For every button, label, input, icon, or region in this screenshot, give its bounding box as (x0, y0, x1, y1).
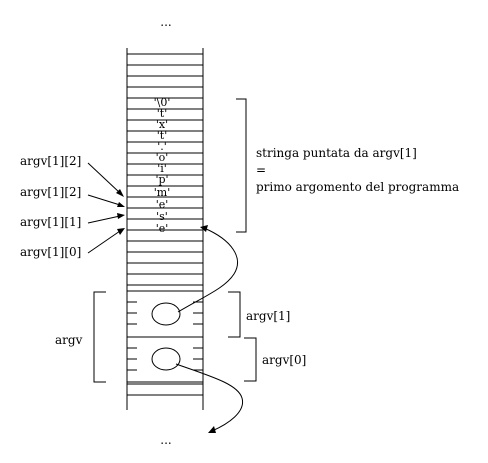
memory-column (126, 48, 204, 410)
brace-line-3: primo argomento del programma (256, 180, 459, 194)
cell-7: 'p' (155, 173, 168, 186)
arrow-3 (87, 230, 121, 254)
argv-bracket (93, 291, 106, 383)
argv0-curved-arrow (175, 363, 244, 432)
string-brace (236, 98, 247, 233)
argv1-bracket (228, 291, 241, 338)
argv1-curved-arrowhead (200, 225, 208, 232)
cell-6: 'i' (157, 162, 167, 175)
pointer-label-2: argv[1][1] (20, 215, 81, 229)
top-ellipsis: ... (160, 15, 171, 29)
arrowhead-1 (117, 202, 125, 207)
brace-line-1: stringa puntata da argv[1] (256, 146, 417, 160)
arrow-2 (87, 215, 121, 224)
arrowhead-0 (116, 189, 124, 197)
pointer-label-0: argv[1][2] (20, 154, 81, 168)
brace-line-2: = (256, 163, 266, 177)
argv1-pointer-cell (151, 302, 181, 326)
pointer-arrows (87, 162, 125, 254)
argv-label: argv (55, 333, 83, 347)
pointer-label-3: argv[1][0] (20, 245, 81, 259)
argv0-label: argv[0] (262, 353, 306, 367)
pointer-labels: argv[1][2] argv[1][2] argv[1][1] argv[1]… (20, 154, 81, 259)
cell-5: 'o' (156, 151, 169, 164)
argv0-curved-arrowhead (208, 426, 216, 433)
arrowhead-3 (117, 228, 125, 235)
cell-8: 'm' (154, 186, 170, 199)
cell-11: 'e' (156, 222, 169, 235)
brace-description: stringa puntata da argv[1] = primo argom… (256, 146, 459, 194)
bottom-ellipsis: ... (160, 433, 171, 447)
arrowhead-2 (117, 213, 125, 219)
cell-10: 's' (156, 210, 168, 223)
argv1-label: argv[1] (246, 309, 290, 323)
cell-4: '.' (157, 140, 167, 153)
argv0-pointer-cell (151, 347, 181, 371)
pointer-label-1: argv[1][2] (20, 185, 81, 199)
arrow-1 (87, 194, 121, 206)
cell-9: 'e' (156, 198, 169, 211)
cell-2: 'x' (156, 118, 168, 131)
argv1-curved-arrow (177, 227, 238, 313)
cell-3: 't' (157, 129, 167, 142)
argv0-bracket (244, 337, 257, 382)
arrow-0 (87, 162, 121, 194)
cell-0: '\0' (154, 96, 171, 109)
cell-1: 't' (157, 107, 167, 120)
string-cells: '\0' 't' 'x' 't' '.' 'o' 'i' 'p' 'm' 'e'… (154, 96, 171, 235)
